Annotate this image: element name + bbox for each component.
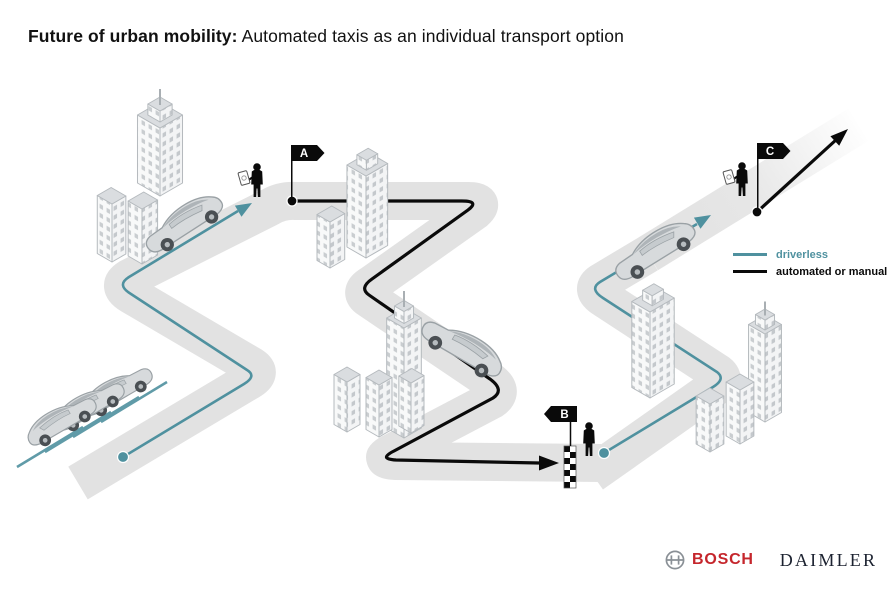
flag-marker-c: C (757, 143, 791, 212)
checkered-finish-icon (563, 445, 577, 489)
legend: driverless automated or manual (733, 246, 887, 280)
driverless-line-swatch (733, 253, 767, 256)
smartphone-icon (722, 169, 736, 185)
city-buildings (96, 89, 782, 453)
pedestrian-smartphone-c (722, 162, 748, 196)
route-start-dot (597, 446, 611, 460)
legend-label: driverless (776, 248, 828, 261)
parking-bay-lines (16, 380, 168, 469)
route-arrow-icon (539, 455, 559, 471)
marker-letter: B (560, 409, 568, 421)
pedestrian-smartphone-a (237, 163, 263, 197)
city-building-icon (725, 373, 755, 445)
city-building-icon (365, 369, 393, 438)
page-title: Future of urban mobility: Automated taxi… (28, 26, 624, 47)
flag-pennant-icon (291, 145, 325, 161)
city-building-icon (631, 283, 675, 399)
city-building-icon (346, 147, 389, 259)
city-building-icon (316, 205, 346, 269)
city-building-icon (96, 187, 127, 263)
title-rest: Automated taxis as an individual transpo… (237, 26, 624, 46)
daimler-logo-text: DAIMLER (779, 549, 878, 570)
automated-route-arrows (286, 129, 848, 471)
automated-line-swatch (733, 269, 767, 274)
city-building-icon (333, 366, 361, 433)
legend-item-automated: automated or manual (733, 263, 887, 280)
marker-letter: A (300, 148, 308, 160)
flag-pennant-icon (544, 406, 577, 422)
bosch-armature-icon (665, 550, 685, 570)
city-building-icon (136, 89, 184, 197)
driverless-route-arrows (116, 203, 711, 464)
route-line-c-onward (755, 137, 839, 214)
route-arrow-icon (693, 215, 711, 229)
flag-marker-b: B (544, 406, 577, 446)
marker-letter: C (766, 146, 774, 158)
legend-item-driverless: driverless (733, 246, 887, 263)
city-building-icon (695, 387, 725, 453)
route-start-dot (116, 450, 130, 464)
bosch-logo: BOSCH (664, 549, 754, 571)
bosch-logo-text: BOSCH (692, 551, 754, 568)
route-arrow-icon (830, 129, 848, 146)
driverless-route-pickup (121, 209, 253, 459)
city-building-icon (127, 191, 159, 265)
branding: BOSCH DAIMLER (664, 549, 877, 571)
city-building-icon (398, 368, 425, 434)
title-emphasis: Future of urban mobility: (28, 26, 238, 46)
flag-pennant-icon (757, 143, 791, 159)
legend-label: automated or manual (776, 265, 888, 278)
flag-marker-a: A (291, 145, 325, 201)
smartphone-icon (237, 170, 251, 186)
route-arrow-icon (234, 203, 252, 217)
